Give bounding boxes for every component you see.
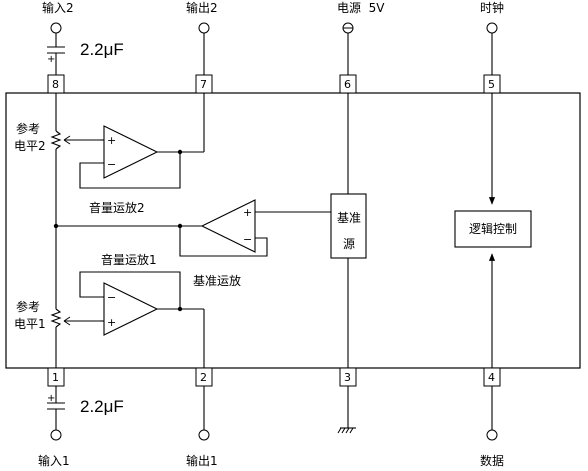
refamp-plus: +	[243, 206, 252, 219]
power-terminal	[342, 22, 354, 34]
chip-body	[5, 92, 581, 369]
pin7-terminal	[198, 22, 210, 34]
opamp1-minus: −	[107, 291, 116, 304]
svg-text:2: 2	[200, 371, 207, 384]
opamp2-minus: −	[107, 158, 116, 171]
pin1-box: 1	[47, 367, 65, 387]
pin7-label: 输出2	[186, 0, 218, 15]
resistor-ref1	[50, 308, 62, 328]
pin4-box: 4	[483, 367, 501, 387]
logic-control-label: 逻辑控制	[469, 222, 517, 236]
capacitor-bottom-polarity: +	[47, 393, 55, 404]
reference-source-line1: 基准	[337, 211, 361, 225]
capacitor-top-value: 2.2μF	[80, 40, 124, 59]
pin1-terminal	[50, 429, 62, 441]
pin2-terminal	[198, 429, 210, 441]
pin3-box: 3	[339, 367, 357, 387]
opamp2-plus: +	[107, 134, 116, 147]
svg-text:6: 6	[344, 78, 351, 91]
pin8-terminal	[50, 22, 62, 34]
svg-text:5: 5	[488, 78, 495, 91]
pin7-box: 7	[195, 74, 213, 94]
volume-opamp-2	[103, 125, 159, 179]
pin5-label: 时钟	[480, 0, 504, 15]
logic-control-block	[454, 210, 532, 248]
pin6-box: 6	[339, 74, 357, 94]
svg-text:8: 8	[52, 78, 59, 91]
ref-amp-label: 基准运放	[193, 273, 241, 288]
volume-opamp-1	[103, 282, 159, 336]
pin5-terminal	[486, 22, 498, 34]
reference-source-line2: 源	[343, 237, 355, 251]
ref-level-1-line1: 参考	[16, 299, 40, 314]
ref-level-2-line2: 电平2	[14, 139, 46, 153]
capacitor-top-polarity: +	[47, 54, 55, 65]
pin2-box: 2	[195, 367, 213, 387]
opamp1-plus: +	[107, 316, 116, 329]
svg-text:4: 4	[488, 371, 495, 384]
ground-icon	[337, 427, 356, 434]
pin4-label: 数据	[480, 453, 504, 468]
reference-source-block	[330, 193, 367, 259]
pin5-box: 5	[483, 74, 501, 94]
pin6-label: 电源 5V	[337, 1, 385, 15]
ref-level-1-line2: 电平1	[14, 317, 46, 331]
pin2-label: 输出1	[186, 453, 218, 468]
pin4-terminal	[486, 429, 498, 441]
reference-opamp	[200, 199, 256, 253]
resistor-ref2	[50, 130, 62, 150]
volume-amp-1-label: 音量运放1	[101, 252, 157, 267]
pin1-label: 输入1	[38, 453, 70, 468]
volume-amp-2-label: 音量运放2	[89, 200, 145, 215]
ref-level-2-line1: 参考	[16, 121, 40, 136]
svg-text:3: 3	[344, 371, 351, 384]
svg-text:7: 7	[200, 78, 207, 91]
pin8-label: 输入2	[42, 0, 74, 15]
capacitor-top	[47, 46, 65, 54]
svg-text:1: 1	[52, 371, 59, 384]
capacitor-bottom-value: 2.2μF	[80, 397, 124, 416]
refamp-minus: −	[243, 233, 252, 246]
pin8-box: 8	[47, 74, 65, 94]
